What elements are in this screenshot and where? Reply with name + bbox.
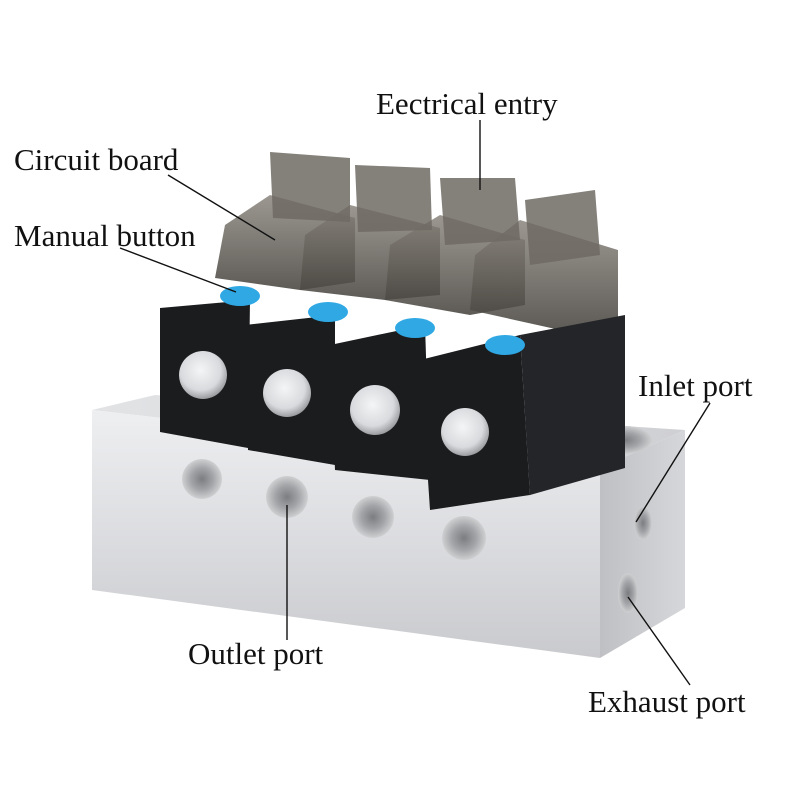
- label-inlet-port: Inlet port: [638, 368, 753, 403]
- leader-lines: [119, 120, 711, 686]
- leader-inlet-port: [635, 402, 711, 523]
- outlet-hole-2: [266, 476, 308, 518]
- label-manual-button: Manual button: [14, 218, 196, 253]
- label-circuit-board: Circuit board: [14, 142, 179, 177]
- leader-exhaust-port: [627, 596, 691, 686]
- valve-2-connector: [355, 165, 432, 232]
- valve-3-button: [395, 318, 435, 338]
- valve-3-lens: [350, 385, 400, 435]
- valve-4-connector: [525, 190, 600, 265]
- valve-1-connector: [270, 152, 350, 222]
- inlet-side-hole: [634, 506, 652, 540]
- outlet-hole-4: [442, 516, 486, 560]
- valve-3-connector: [440, 178, 520, 245]
- leader-manual-button: [119, 247, 237, 293]
- valve-1-lens: [179, 351, 227, 399]
- leader-circuit-board: [167, 174, 276, 241]
- valve-1-button: [220, 286, 260, 306]
- valve-1: [160, 152, 355, 448]
- outlet-hole-1: [182, 459, 222, 499]
- valve-2-button: [308, 302, 348, 322]
- valve-4-button: [485, 335, 525, 355]
- label-electrical-entry: Eectrical entry: [376, 86, 558, 121]
- valve-2-lens: [263, 369, 311, 417]
- valve-4-side: [520, 315, 625, 495]
- label-outlet-port: Outlet port: [188, 636, 324, 671]
- outlet-hole-3: [352, 496, 394, 538]
- label-exhaust-port: Exhaust port: [588, 684, 746, 719]
- valve-4-lens: [441, 408, 489, 456]
